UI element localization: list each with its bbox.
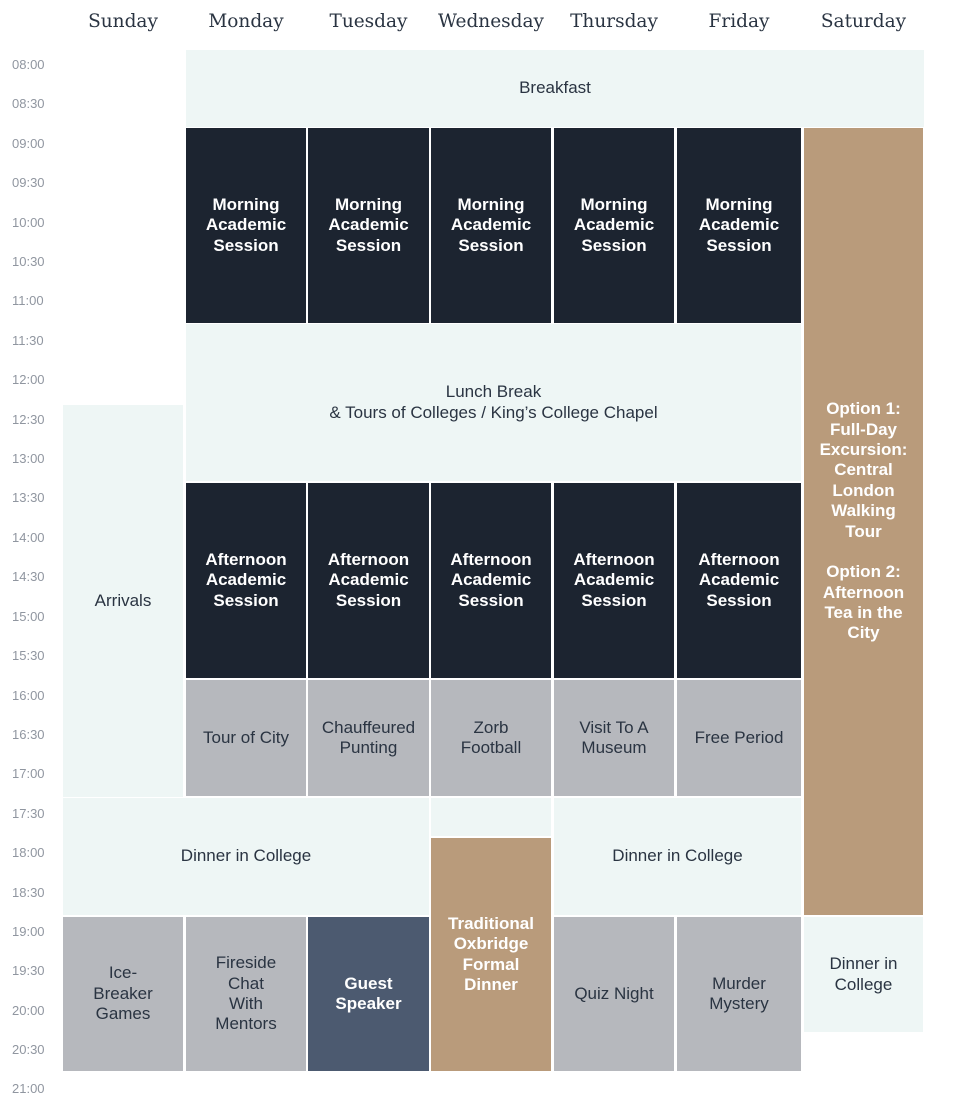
time-label: 18:30	[12, 885, 45, 900]
time-label: 17:00	[12, 766, 45, 781]
time-label: 21:00	[12, 1081, 45, 1096]
event-ice-breaker-games[interactable]: Ice- Breaker Games	[63, 917, 183, 1071]
time-label: 16:00	[12, 688, 45, 703]
day-header-tuesday: Tuesday	[329, 11, 408, 32]
time-label: 11:00	[12, 293, 44, 308]
time-label: 13:00	[12, 451, 45, 466]
time-label: 14:30	[12, 569, 45, 584]
time-label: 15:00	[12, 609, 45, 624]
event-fireside-chat[interactable]: Fireside Chat With Mentors	[186, 917, 306, 1071]
time-label: 08:00	[12, 57, 45, 72]
time-label: 11:30	[12, 333, 44, 348]
event-guest-speaker[interactable]: Guest Speaker	[308, 917, 429, 1071]
event-morning-session-friday[interactable]: Morning Academic Session	[677, 128, 801, 323]
day-header-saturday: Saturday	[820, 11, 907, 32]
event-afternoon-session-friday[interactable]: Afternoon Academic Session	[677, 483, 801, 678]
time-label: 10:30	[12, 254, 45, 269]
event-formal-dinner[interactable]: Traditional Oxbridge Formal Dinner	[431, 838, 551, 1071]
event-dinner-wednesday-gap	[431, 798, 551, 836]
time-label: 12:30	[12, 412, 45, 427]
time-label: 20:30	[12, 1042, 45, 1057]
event-afternoon-session-wednesday[interactable]: Afternoon Academic Session	[431, 483, 551, 678]
event-morning-session-thursday[interactable]: Morning Academic Session	[554, 128, 674, 323]
time-label: 19:30	[12, 963, 45, 978]
day-header-friday: Friday	[708, 11, 770, 32]
event-zorb-football[interactable]: Zorb Football	[431, 680, 551, 796]
event-afternoon-session-tuesday[interactable]: Afternoon Academic Session	[308, 483, 429, 678]
event-dinner-in-college-thu-fri[interactable]: Dinner in College	[554, 798, 801, 915]
event-afternoon-session-monday[interactable]: Afternoon Academic Session	[186, 483, 306, 678]
event-chauffeured-punting[interactable]: Chauffeured Punting	[308, 680, 429, 796]
event-breakfast[interactable]: Breakfast	[186, 50, 924, 127]
time-label: 08:30	[12, 96, 45, 111]
event-morning-session-wednesday[interactable]: Morning Academic Session	[431, 128, 551, 323]
event-arrivals[interactable]: Arrivals	[63, 405, 183, 797]
event-quiz-night[interactable]: Quiz Night	[554, 917, 674, 1071]
day-header-sunday: Sunday	[88, 11, 158, 32]
event-tour-of-city[interactable]: Tour of City	[186, 680, 306, 796]
time-label: 20:00	[12, 1003, 45, 1018]
event-afternoon-session-thursday[interactable]: Afternoon Academic Session	[554, 483, 674, 678]
day-header-monday: Monday	[208, 11, 284, 32]
time-label: 09:00	[12, 136, 45, 151]
time-label: 17:30	[12, 806, 45, 821]
time-label: 19:00	[12, 924, 45, 939]
event-lunch-break[interactable]: Lunch Break & Tours of Colleges / King’s…	[186, 324, 801, 481]
time-label: 16:30	[12, 727, 45, 742]
event-visit-museum[interactable]: Visit To A Museum	[554, 680, 674, 796]
event-murder-mystery[interactable]: Murder Mystery	[677, 917, 801, 1071]
event-morning-session-monday[interactable]: Morning Academic Session	[186, 128, 306, 323]
event-dinner-in-college-saturday[interactable]: Dinner in College	[804, 917, 923, 1032]
time-label: 09:30	[12, 175, 45, 190]
event-saturday-excursion[interactable]: Option 1: Full-Day Excursion: Central Lo…	[804, 128, 923, 915]
time-label: 12:00	[12, 372, 45, 387]
day-header-thursday: Thursday	[570, 11, 658, 32]
event-dinner-in-college-sun-tue[interactable]: Dinner in College	[63, 798, 429, 915]
time-label: 18:00	[12, 845, 45, 860]
event-morning-session-tuesday[interactable]: Morning Academic Session	[308, 128, 429, 323]
day-header-wednesday: Wednesday	[438, 11, 544, 32]
event-free-period[interactable]: Free Period	[677, 680, 801, 796]
time-label: 14:00	[12, 530, 45, 545]
time-label: 13:30	[12, 490, 45, 505]
time-label: 10:00	[12, 215, 45, 230]
time-label: 15:30	[12, 648, 45, 663]
